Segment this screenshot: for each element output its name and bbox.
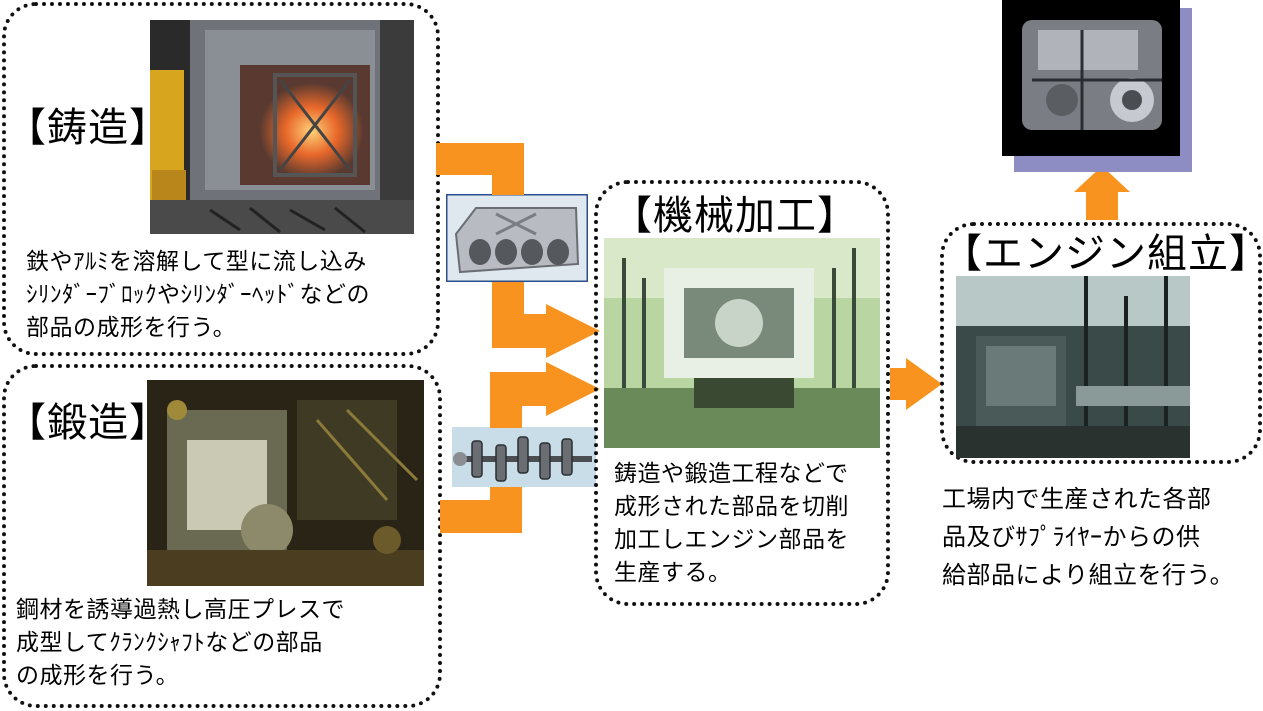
arrow-head-assembly	[906, 358, 942, 410]
machining-description: 鋳造や鍛造工程などで 成形された部品を切削 加工しエンジン部品を 生産する。	[614, 461, 849, 586]
flow-connector-assembly-to-engine	[1086, 190, 1118, 220]
assembly-box	[940, 222, 1262, 464]
casting-furnace-photo	[150, 20, 414, 234]
assembly-line-photo	[956, 276, 1190, 458]
finished-engine-photo	[1002, 0, 1180, 156]
flow-connector-forging-bottom	[440, 500, 522, 533]
casting-box	[2, 2, 440, 356]
machining-line-photo	[604, 238, 880, 448]
cylinder-block-photo	[446, 194, 588, 282]
arrow-head-casting	[546, 304, 600, 358]
arrow-head-forging	[546, 362, 600, 416]
forging-press-photo	[147, 380, 424, 586]
casting-description: 鉄やｱﾙﾐを溶解して型に流し込み ｼﾘﾝﾀﾞｰﾌﾞﾛｯｸやｼﾘﾝﾀﾞｰﾍｯﾄﾞな…	[26, 249, 370, 341]
flow-connector-casting-horizontal	[492, 314, 552, 348]
forging-description: 鋼材を誘導過熱し高圧プレスで 成型してｸﾗﾝｸｼｬﾌﾄなどの部品 の成形を行う。	[16, 597, 345, 689]
assembly-title: 【エンジン組立】	[942, 231, 1263, 277]
forging-title: 【鍛造】	[6, 400, 170, 446]
forging-box	[2, 364, 442, 708]
casting-title: 【鋳造】	[6, 105, 170, 151]
machining-box	[594, 180, 890, 606]
machining-title: 【機械加工】	[612, 193, 858, 239]
crankshaft-photo	[452, 427, 596, 487]
flow-connector-forging-upper-vertical	[490, 372, 522, 428]
flow-connector-casting-vertical	[492, 143, 524, 195]
assembly-description: 工場内で生産された各部 品及びｻﾌﾟﾗｲﾔｰからの供 給部品により組立を行う。	[942, 485, 1235, 589]
